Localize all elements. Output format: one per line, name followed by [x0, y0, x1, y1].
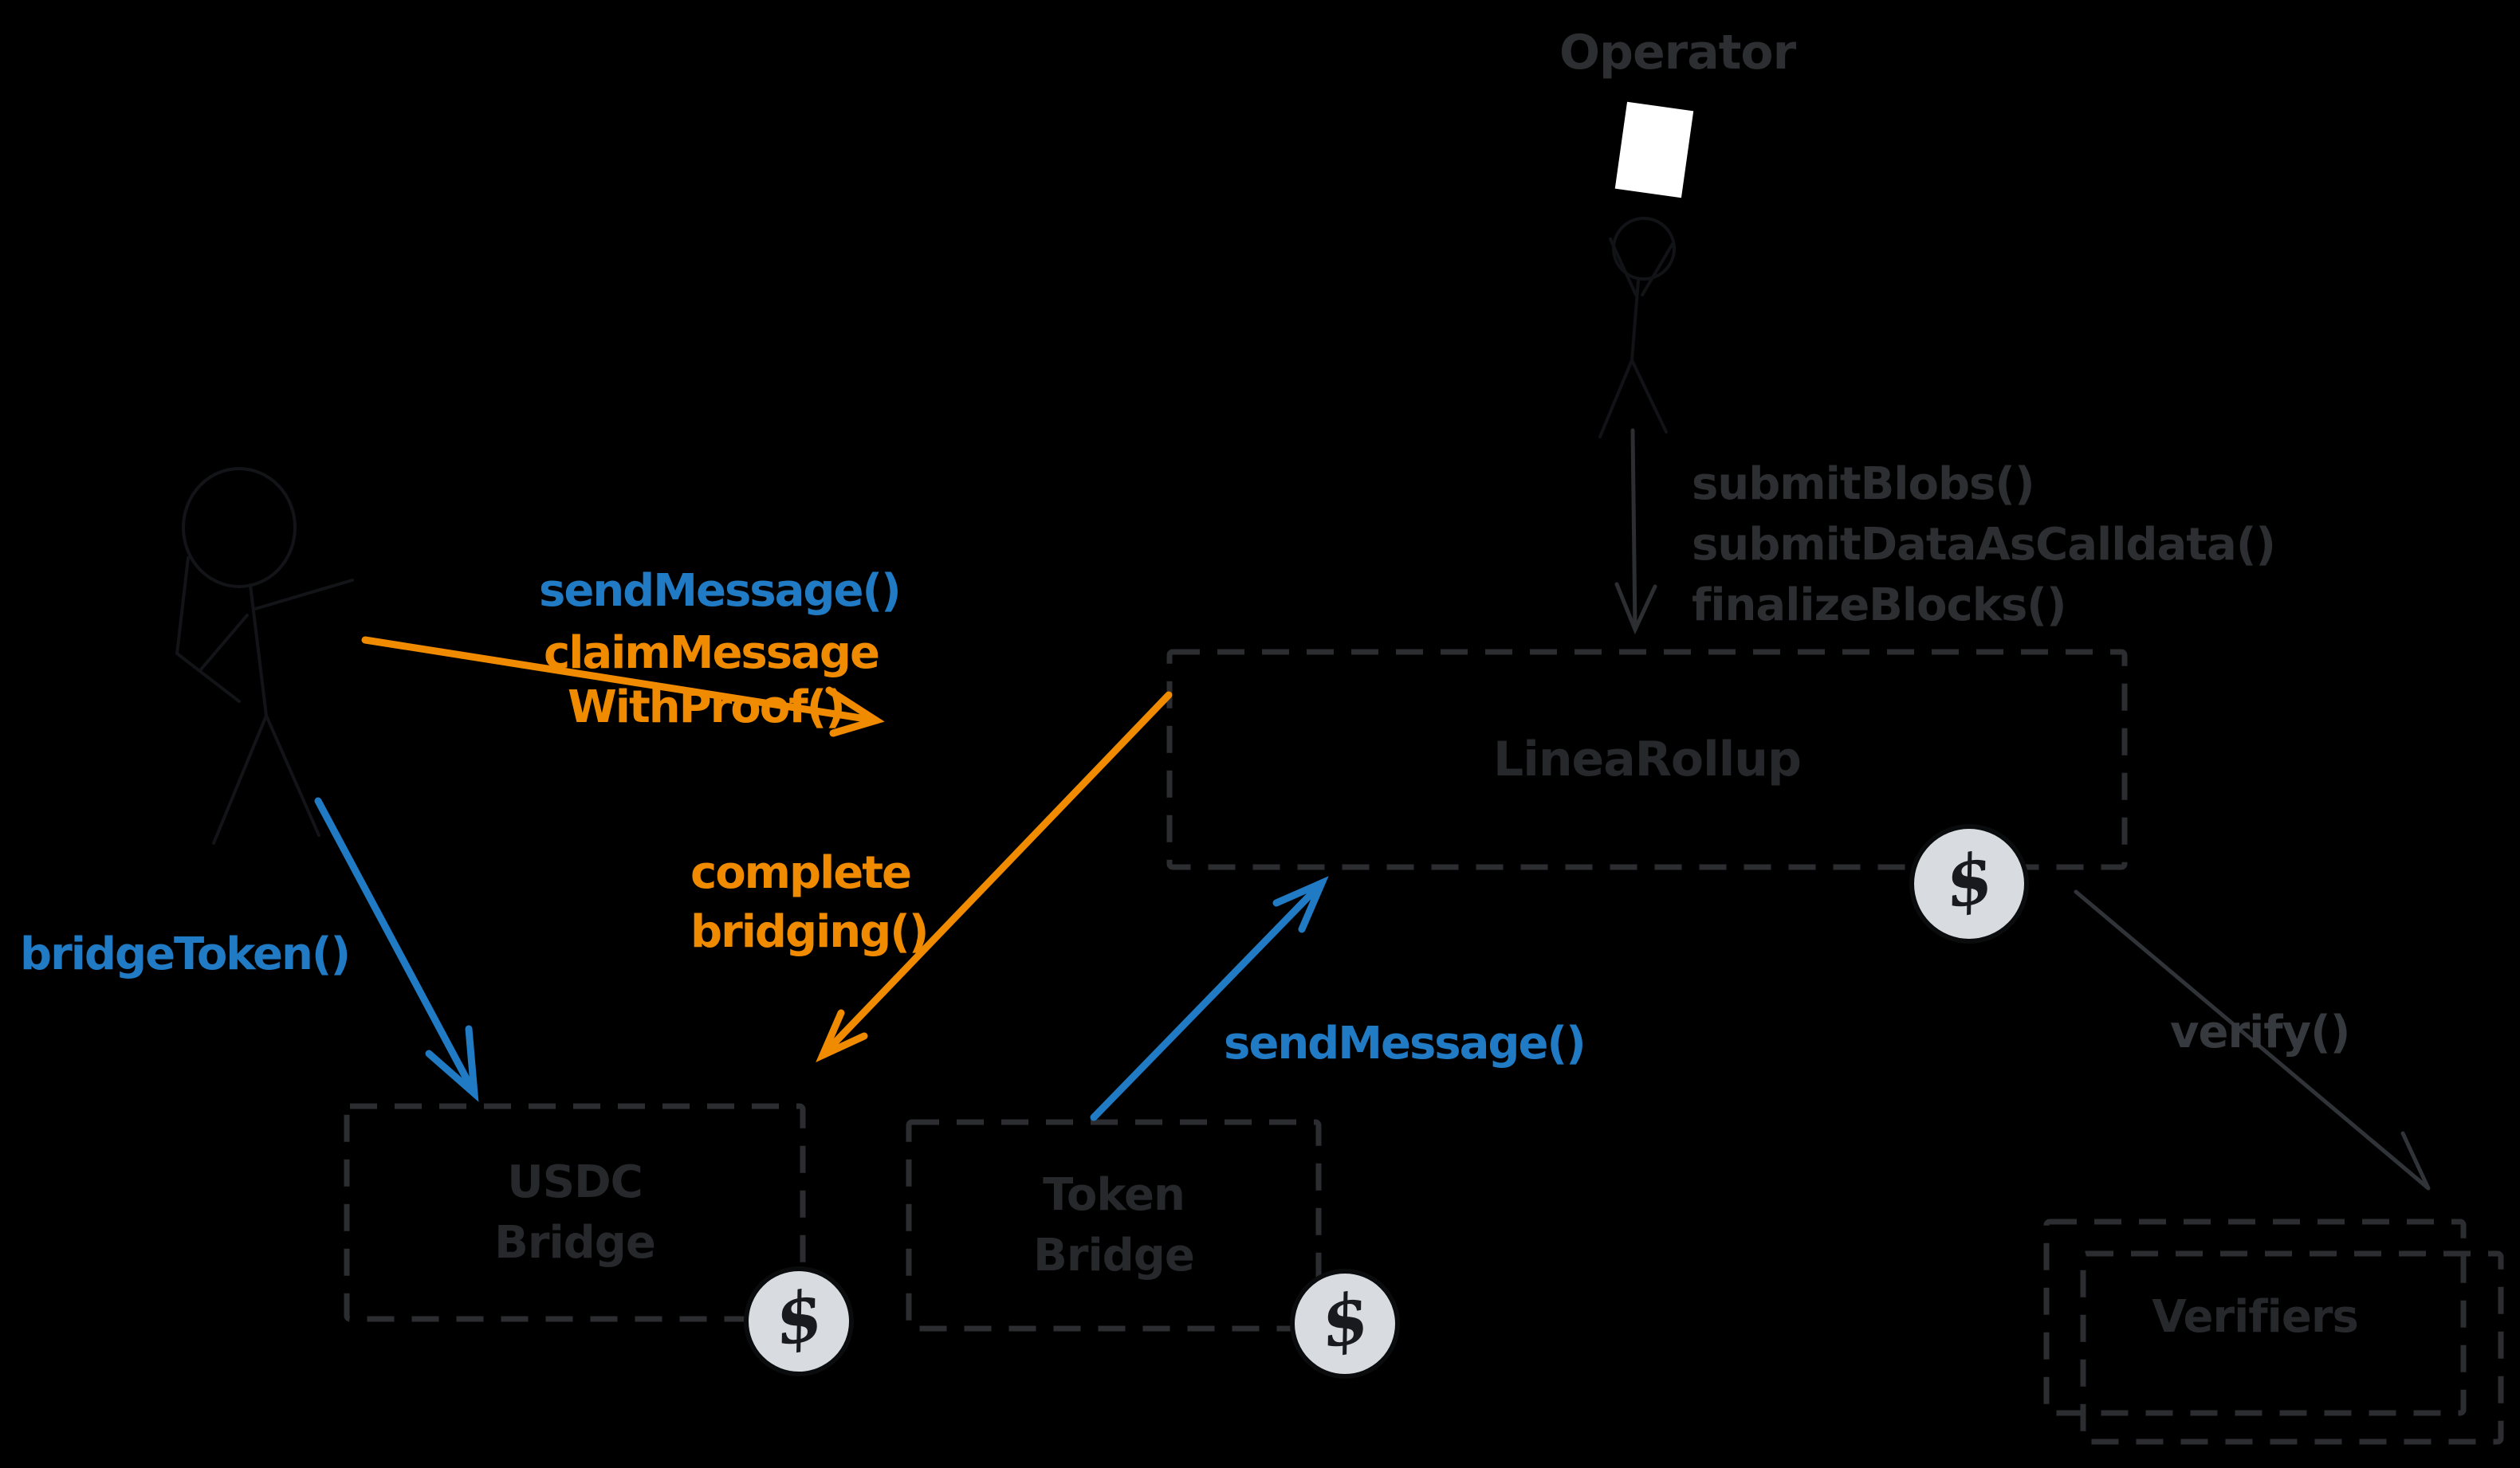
- token-bridge-box: [906, 1119, 1322, 1332]
- operator-to-linea-arrow: [1614, 428, 1657, 635]
- complete-bridging-label-line1: complete: [690, 847, 912, 899]
- verifiers-box-back: [2043, 1219, 2467, 1416]
- operator-label: Operator: [1559, 25, 1796, 80]
- usdc-bridge-label-line2: Bridge: [494, 1216, 656, 1269]
- usdc-bridge-label-line1: USDC: [507, 1156, 643, 1208]
- verifiers-label: Verifiers: [2152, 1291, 2359, 1344]
- claim-message-label-line1: claimMessage: [544, 627, 880, 679]
- linea-rollup-label: LineaRollup: [1493, 732, 1802, 787]
- claim-message-label-line2: WithProof(): [568, 681, 846, 733]
- usdc-coin-icon: [744, 1266, 854, 1376]
- token-bridge-label-line1: Token: [1043, 1168, 1185, 1221]
- operator-person-icon: [1598, 217, 1676, 438]
- linea-to-verifiers-arrow: [2074, 889, 2431, 1191]
- send-message-bridge-label: sendMessage(): [1224, 1018, 1586, 1070]
- submit-data-label: submitDataAsCalldata(): [1692, 519, 2276, 571]
- usdc-bridge-label: USDC Bridge: [347, 1106, 803, 1319]
- linea-coin-icon: [1909, 824, 2029, 944]
- operator-submit-calls-label: submitBlobs() submitDataAsCalldata() fin…: [1692, 454, 2276, 636]
- token-coin-icon: [1290, 1269, 1400, 1379]
- send-message-user-label: sendMessage(): [539, 565, 902, 617]
- verifiers-box-front: [2080, 1250, 2504, 1445]
- bridge-token-label: bridgeToken(): [20, 928, 351, 980]
- token-bridge-label: Token Bridge: [909, 1122, 1319, 1329]
- bridge-token-arrow: [314, 797, 479, 1102]
- send-message-bridge-arrow: [1090, 876, 1329, 1121]
- verify-label: verify(): [2170, 1007, 2350, 1058]
- complete-bridging-arrow: [816, 691, 1173, 1063]
- finalize-blocks-label: finalizeBlocks(): [1692, 579, 2066, 632]
- submit-blobs-label: submitBlobs(): [1692, 458, 2035, 510]
- user-person-icon: [175, 467, 354, 845]
- claim-message-arrow: [361, 636, 885, 737]
- token-bridge-label-line2: Bridge: [1033, 1229, 1195, 1282]
- complete-bridging-label-line2: bridging(): [690, 906, 929, 958]
- usdc-bridge-box: [344, 1103, 806, 1322]
- operator-paper-icon: [1614, 101, 1694, 198]
